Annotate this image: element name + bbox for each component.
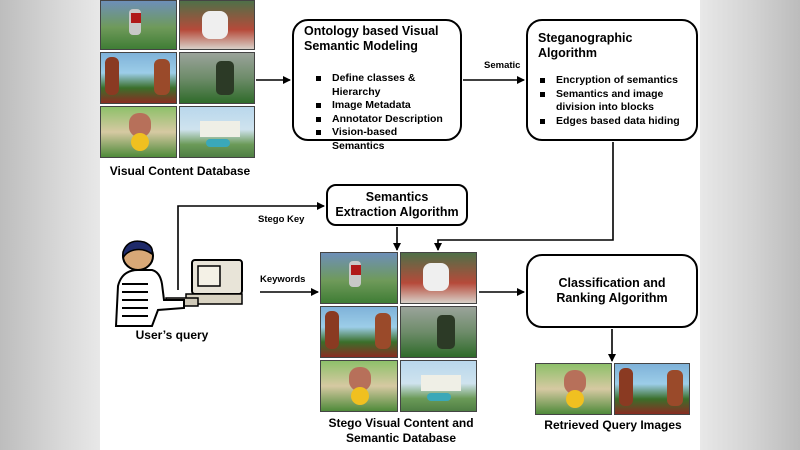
- flow-arrows: [177, 76, 616, 362]
- ontology-item: Annotator Description: [314, 113, 452, 127]
- thumb-hockey-goalie: [399, 306, 477, 358]
- thumb-house-with-car: [178, 106, 255, 158]
- thumb-girl-with-flowers: [320, 360, 398, 412]
- ontology-box-title: Ontology based Visual Semantic Modeling: [304, 24, 439, 53]
- thumb-hockey-goalie: [178, 52, 255, 104]
- stego-database-grid: [320, 252, 477, 412]
- ontology-modeling-box: Ontology based Visual Semantic Modeling …: [292, 19, 462, 152]
- right-blurred-border: [700, 0, 800, 450]
- thumb-forest-lake: [613, 363, 690, 415]
- ontology-item: Image Metadata: [314, 99, 452, 113]
- thumb-tennis: [399, 252, 477, 304]
- thumb-baseball: [100, 0, 177, 50]
- retrieved-images-grid: [535, 363, 690, 415]
- ontology-item-list: Define classes & Hierarchy Image Metadat…: [304, 72, 452, 153]
- stego-item: Edges based data hiding: [538, 115, 688, 129]
- thumb-house-with-car: [399, 360, 477, 412]
- users-query-caption: User’s query: [135, 328, 209, 342]
- thumb-girl-with-flowers: [535, 363, 612, 415]
- diagram-canvas: Visual Content Database Ontology based V…: [100, 0, 700, 450]
- ontology-item: Vision-based Semantics: [314, 126, 452, 153]
- edge-label-sematic: Sematic: [484, 60, 521, 71]
- extraction-box-title: Semantics Extraction Algorithm: [335, 190, 459, 219]
- thumb-forest-lake: [100, 52, 177, 104]
- arrow-stego-key: [177, 202, 325, 290]
- user-at-computer-illustration: [114, 240, 243, 327]
- stego-item: Semantics and image division into blocks: [538, 88, 688, 115]
- edge-label-stego-key: Stego Key: [258, 214, 305, 225]
- arrow-stego-to-stego-db: [434, 142, 614, 251]
- classification-box-title: Classification and Ranking Algorithm: [556, 276, 668, 305]
- thumb-baseball: [320, 252, 398, 304]
- visual-content-grid: [100, 0, 255, 158]
- thumb-girl-with-flowers: [100, 106, 177, 158]
- stego-box-title: Steganographic Algorithm: [538, 31, 633, 60]
- visual-content-database-caption: Visual Content Database: [109, 164, 251, 178]
- thumb-forest-lake: [320, 306, 398, 358]
- ontology-item: Define classes & Hierarchy: [314, 72, 452, 99]
- classification-ranking-box: Classification and Ranking Algorithm: [526, 254, 698, 328]
- stego-item-list: Encryption of semantics Semantics and im…: [538, 74, 688, 128]
- semantics-extraction-box: Semantics Extraction Algorithm: [326, 184, 468, 226]
- left-blurred-border: [0, 0, 100, 450]
- retrieved-images-caption: Retrieved Query Images: [544, 418, 682, 432]
- steganographic-algorithm-box: Steganographic Algorithm Encryption of s…: [526, 19, 698, 141]
- stego-item: Encryption of semantics: [538, 74, 688, 88]
- edge-label-keywords: Keywords: [260, 274, 306, 285]
- stego-database-caption: Stego Visual Content and Semantic Databa…: [328, 416, 474, 445]
- thumb-tennis: [178, 0, 255, 50]
